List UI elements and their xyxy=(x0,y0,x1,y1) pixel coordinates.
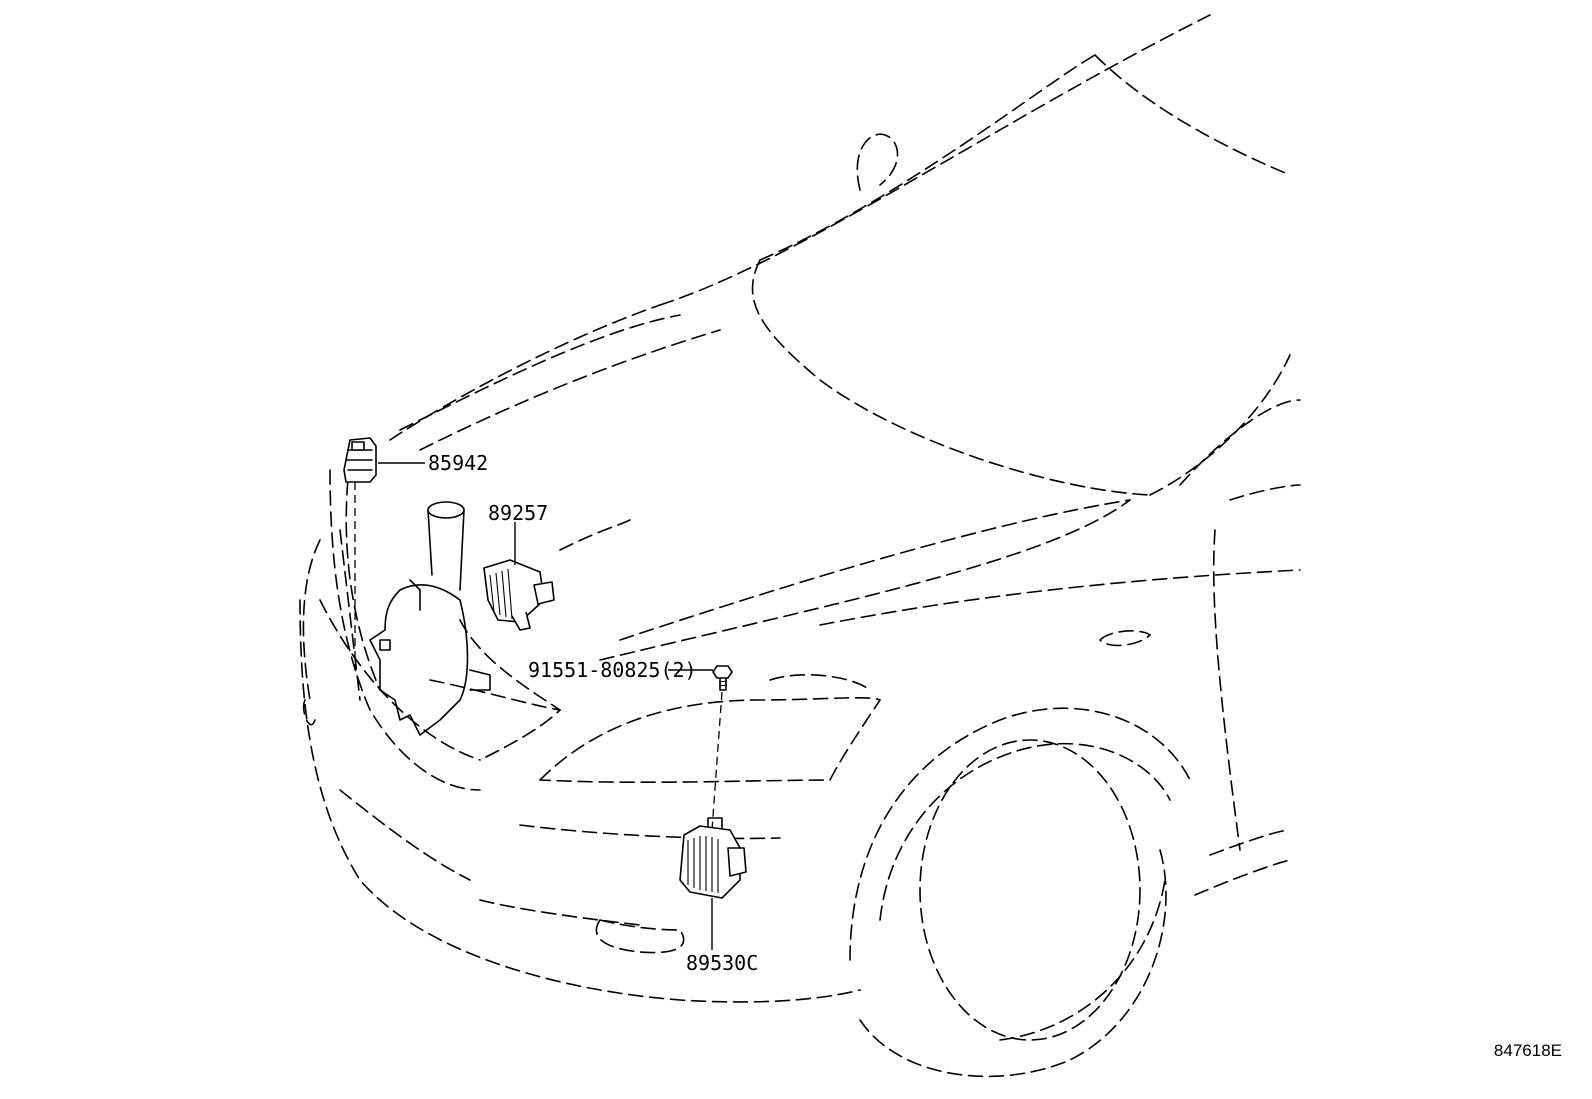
part-91551-bolt[interactable] xyxy=(712,665,733,691)
illustration-reference-code: 847618E xyxy=(1493,1041,1562,1060)
part-label-85942[interactable]: 85942 xyxy=(428,451,488,475)
part-label-89257[interactable]: 89257 xyxy=(488,501,548,525)
part-89257-module[interactable] xyxy=(483,559,555,631)
part-89530C-radar-sensor[interactable] xyxy=(679,817,747,899)
guide-91551 xyxy=(711,691,723,831)
vehicle-outline xyxy=(299,14,1301,1078)
part-label-89530C[interactable]: 89530C xyxy=(686,951,758,975)
part-85942-relay[interactable] xyxy=(343,437,377,483)
washer-reservoir xyxy=(369,501,491,736)
part-label-91551-80825[interactable]: 91551-80825(2) xyxy=(528,658,697,682)
